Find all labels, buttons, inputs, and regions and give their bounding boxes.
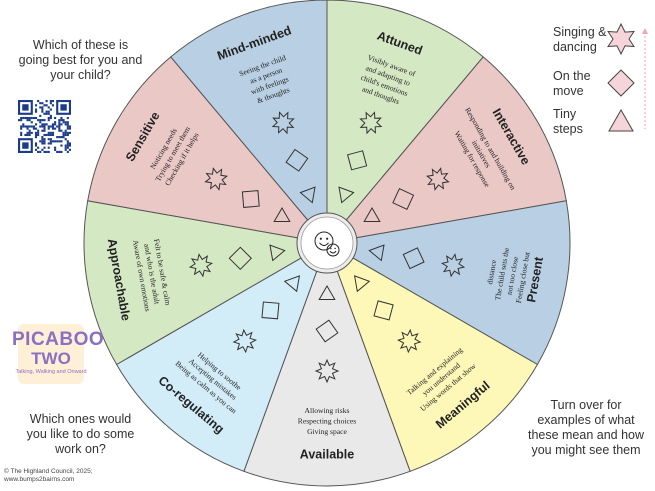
segment-available[interactable]: Available Giving space Respecting choicesA… xyxy=(243,241,411,487)
footer-website[interactable]: www.bumps2bairns.com xyxy=(4,476,75,483)
triangle-icon[interactable] xyxy=(283,275,301,293)
segment-available-line: Respecting choices xyxy=(298,416,356,425)
diamond-icon[interactable] xyxy=(228,246,253,271)
segment-sensitive-wedge xyxy=(87,56,329,244)
diamond-icon[interactable] xyxy=(315,319,339,343)
diamond-icon[interactable] xyxy=(373,300,394,321)
footer-copyright: © The Highland Council, 2025; xyxy=(4,468,93,475)
logo-line2: TWO xyxy=(31,349,71,368)
segment-available-title: Available xyxy=(300,447,354,461)
segment-interactive-wedge xyxy=(325,56,567,244)
segment-co-regulating-wedge xyxy=(115,241,328,472)
segment-present-wedge xyxy=(325,200,571,366)
segment-meaningful-wedge xyxy=(326,241,539,472)
star-icon[interactable] xyxy=(232,328,257,354)
triangle-icon[interactable] xyxy=(338,186,355,204)
smiley-faces-icon xyxy=(314,231,340,257)
triangle-icon[interactable] xyxy=(273,207,291,222)
star-icon[interactable] xyxy=(204,167,229,191)
turn-over-note: Turn over for examples of what these mea… xyxy=(527,398,645,457)
triangle-icon[interactable] xyxy=(269,244,286,262)
triangle-icon[interactable] xyxy=(299,186,316,204)
center-hub xyxy=(296,212,358,274)
diamond-icon xyxy=(607,69,635,97)
star-icon[interactable] xyxy=(440,253,466,278)
star-icon[interactable] xyxy=(314,358,340,384)
diamond-icon[interactable] xyxy=(392,188,415,210)
star-icon[interactable] xyxy=(425,167,450,191)
star-icon xyxy=(607,23,635,55)
qr-code[interactable] xyxy=(18,100,71,153)
diamond-icon[interactable] xyxy=(285,148,309,172)
top-question: Which of these is going best for you and… xyxy=(18,38,143,82)
triangle-icon[interactable] xyxy=(368,244,385,262)
triangle-icon[interactable] xyxy=(363,207,381,222)
diamond-icon[interactable] xyxy=(261,301,280,320)
star-icon[interactable] xyxy=(271,111,295,135)
logo-tagline: Talking, Walking and Onward xyxy=(15,369,87,375)
segment-available-line: Giving space xyxy=(307,427,347,436)
segment-approachable-wedge xyxy=(83,200,329,366)
legend-arrow-icon xyxy=(642,28,648,129)
triangle-icon xyxy=(608,108,634,132)
logo-line1: PICABOO xyxy=(12,329,105,350)
triangle-icon[interactable] xyxy=(353,275,371,293)
footer-credit: © The Highland Council, 2025; www.bumps2… xyxy=(4,468,93,484)
diamond-icon[interactable] xyxy=(241,190,260,208)
triangle-icon[interactable] xyxy=(318,285,336,300)
star-icon[interactable] xyxy=(359,111,383,135)
segment-attuned-wedge xyxy=(326,0,484,245)
picaboo-two-logo: PICABOO TWO Talking, Walking and Onward xyxy=(12,324,105,384)
segment-mind-minded-wedge xyxy=(170,0,328,245)
bottom-question: Which ones would you like to do some wor… xyxy=(26,412,135,456)
diamond-icon[interactable] xyxy=(346,150,368,171)
segment-present-line: distance xyxy=(485,258,498,285)
segment-available-line: Allowing risks xyxy=(305,406,350,415)
star-icon[interactable] xyxy=(397,328,422,354)
diamond-icon[interactable] xyxy=(402,247,425,270)
star-icon[interactable] xyxy=(188,253,214,278)
segment-available-wedge xyxy=(243,241,411,487)
legend-label: Singing &dancing xyxy=(553,25,607,54)
